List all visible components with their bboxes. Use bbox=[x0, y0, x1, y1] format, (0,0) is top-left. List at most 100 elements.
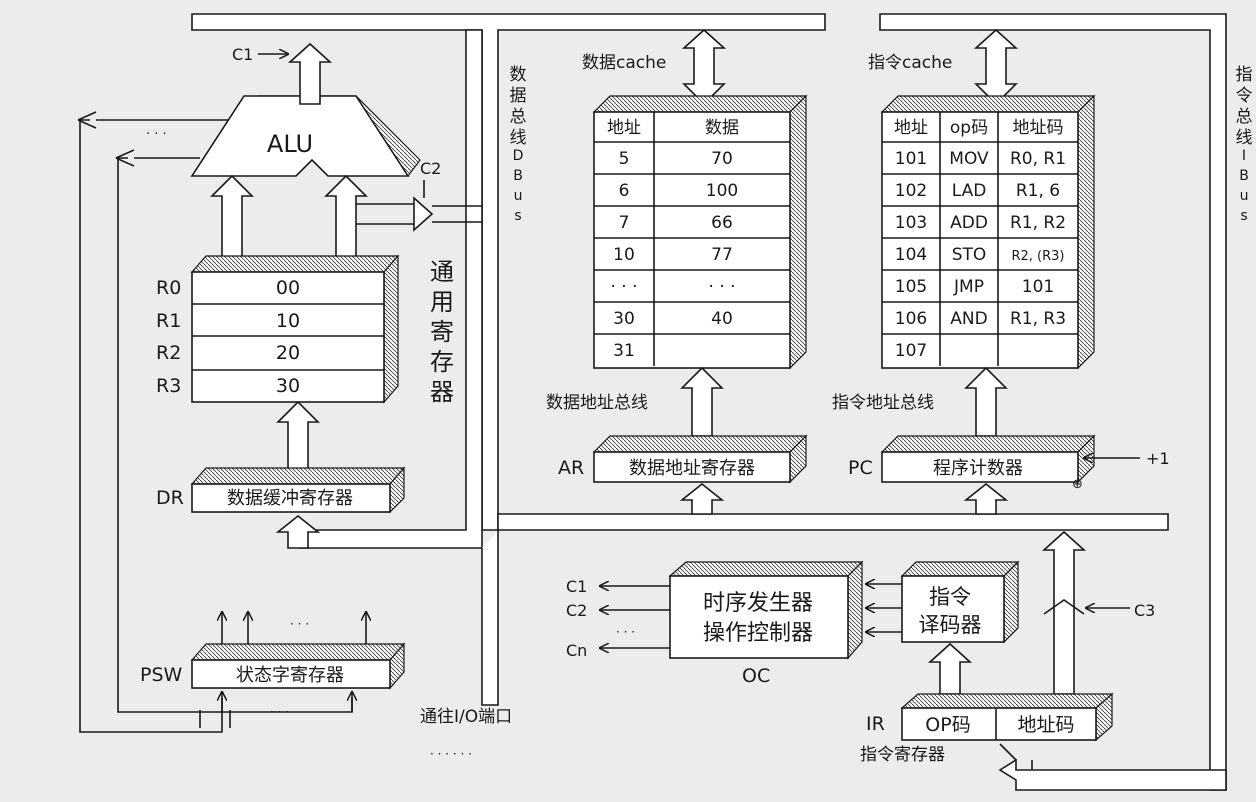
table-cell: AND bbox=[950, 309, 987, 329]
table-cell: 107 bbox=[895, 341, 927, 361]
bus-label-char: 总 bbox=[510, 107, 527, 127]
table-cell: 40 bbox=[711, 309, 733, 329]
c1-label: C1 bbox=[232, 45, 253, 64]
registers-group-char: 器 bbox=[430, 378, 454, 406]
oc-output-c2: C2 bbox=[566, 601, 587, 620]
psw-tag: PSW bbox=[140, 664, 183, 686]
table-cell: ADD bbox=[950, 213, 988, 233]
bus-label-char: 指 bbox=[1236, 65, 1253, 85]
pc-bus-label: 指令地址总线 bbox=[832, 393, 934, 413]
table-cell: 102 bbox=[895, 181, 927, 201]
register-value: 20 bbox=[276, 342, 300, 364]
table-cell: R0, R1 bbox=[1010, 149, 1066, 169]
registers-group-char: 存 bbox=[430, 348, 454, 376]
ar-bus-label: 数据地址总线 bbox=[546, 393, 648, 413]
table-cell: 77 bbox=[711, 245, 733, 265]
table-header: 数据 bbox=[705, 118, 739, 138]
register-name: R2 bbox=[156, 342, 181, 364]
table-cell: 66 bbox=[711, 213, 733, 233]
table-cell: R1, R2 bbox=[1010, 213, 1066, 233]
ar-tag: AR bbox=[558, 457, 584, 479]
oc-tag: OC bbox=[742, 665, 770, 687]
bus-label-char: B bbox=[1239, 168, 1249, 184]
ir-addr: 地址码 bbox=[1017, 714, 1074, 736]
program-counter: 指令地址总线 PC 程序计数器 +1 ⊕ bbox=[832, 366, 1170, 515]
operation-controller: 时序发生器 操作控制器 OC C1 C2 · · · Cn bbox=[566, 560, 864, 687]
dr-to-reg-arrow bbox=[276, 400, 320, 473]
registers-group-char: 通 bbox=[430, 258, 454, 286]
instruction-register: IR OP码 地址码 指令寄存器 bbox=[860, 692, 1227, 791]
bus-label-char: u bbox=[514, 188, 523, 204]
pc-tag: PC bbox=[848, 457, 873, 479]
decoder-line1: 指令 bbox=[929, 585, 971, 609]
register-name: R3 bbox=[156, 375, 181, 397]
table-cell: · · · bbox=[708, 277, 735, 297]
bus-label-char: B bbox=[513, 168, 523, 184]
psw-dots-bottom: · · · bbox=[270, 705, 289, 719]
table-header: op码 bbox=[950, 118, 988, 138]
watermark: CSDN @泰勒朗斯 bbox=[1104, 772, 1218, 788]
table-cell: MOV bbox=[949, 149, 989, 169]
bus-label-char: s bbox=[1240, 208, 1247, 224]
magnify-cursor-icon: ⊕ bbox=[1072, 477, 1083, 492]
reg-to-alu-arrows: C2 bbox=[210, 159, 482, 265]
instruction-decoder: 指令 译码器 bbox=[866, 560, 1020, 695]
ir-to-bus-arrow: C3 bbox=[1041, 530, 1155, 695]
bus-label-char: 线 bbox=[1236, 128, 1253, 148]
table-cell: 106 bbox=[895, 309, 927, 329]
io-dots: · · · · · · bbox=[430, 747, 472, 761]
bus-label-char: 线 bbox=[510, 128, 527, 148]
table-header: 地址 bbox=[607, 118, 641, 138]
table-cell: 30 bbox=[613, 309, 635, 329]
instr-cache-bus-arrow bbox=[973, 28, 1019, 106]
register-name: R0 bbox=[156, 277, 181, 299]
table-cell: 31 bbox=[613, 341, 635, 361]
registers-group-label: 通用寄存器 bbox=[430, 258, 454, 406]
bus-to-dr-arrow bbox=[275, 514, 321, 549]
table-cell: LAD bbox=[952, 181, 987, 201]
alu-label: ALU bbox=[267, 130, 313, 158]
pc-increment: +1 bbox=[1146, 449, 1170, 468]
bus-label-char: 总 bbox=[1236, 107, 1253, 127]
ir-caption: 指令寄存器 bbox=[860, 745, 945, 765]
bus-label-char: 据 bbox=[510, 86, 527, 106]
table-cell: 6 bbox=[619, 181, 630, 201]
table-cell: 10 bbox=[613, 245, 635, 265]
c2-label: C2 bbox=[420, 159, 441, 178]
table-cell: R1, 6 bbox=[1016, 181, 1060, 201]
table-cell: 100 bbox=[706, 181, 738, 201]
table-cell: STO bbox=[952, 245, 987, 265]
bus-label-char: I bbox=[1242, 148, 1246, 164]
registers-group-char: 用 bbox=[430, 288, 454, 316]
register-name: R1 bbox=[156, 310, 181, 332]
oc-output-cn: Cn bbox=[566, 641, 587, 660]
table-header: 地址码 bbox=[1013, 118, 1064, 138]
io-label: 通往I/O端口 bbox=[420, 707, 512, 727]
bus-label-char: 数 bbox=[510, 65, 527, 85]
table-cell: · · · bbox=[610, 277, 637, 297]
register-value: 00 bbox=[276, 277, 300, 299]
data-cache-title: 数据cache bbox=[582, 53, 666, 73]
register-value: 30 bbox=[276, 375, 300, 397]
dr-label: 数据缓冲寄存器 bbox=[227, 488, 353, 509]
table-cell: JMP bbox=[953, 277, 984, 297]
decoder-line2: 译码器 bbox=[919, 613, 982, 637]
table-cell: R1, R3 bbox=[1010, 309, 1066, 329]
bus-label-char: s bbox=[514, 208, 521, 224]
table-cell: 104 bbox=[895, 245, 927, 265]
table-cell: 105 bbox=[895, 277, 927, 297]
table-header: 地址 bbox=[894, 118, 928, 138]
data-buffer-register: DR 数据缓冲寄存器 bbox=[156, 466, 406, 514]
ir-tag: IR bbox=[866, 713, 885, 735]
address-register: 数据地址总线 AR 数据地址寄存器 bbox=[546, 366, 808, 515]
oc-output-dots: · · · bbox=[616, 625, 635, 639]
table-cell: 70 bbox=[711, 149, 733, 169]
instr-cache-title: 指令cache bbox=[868, 53, 952, 73]
